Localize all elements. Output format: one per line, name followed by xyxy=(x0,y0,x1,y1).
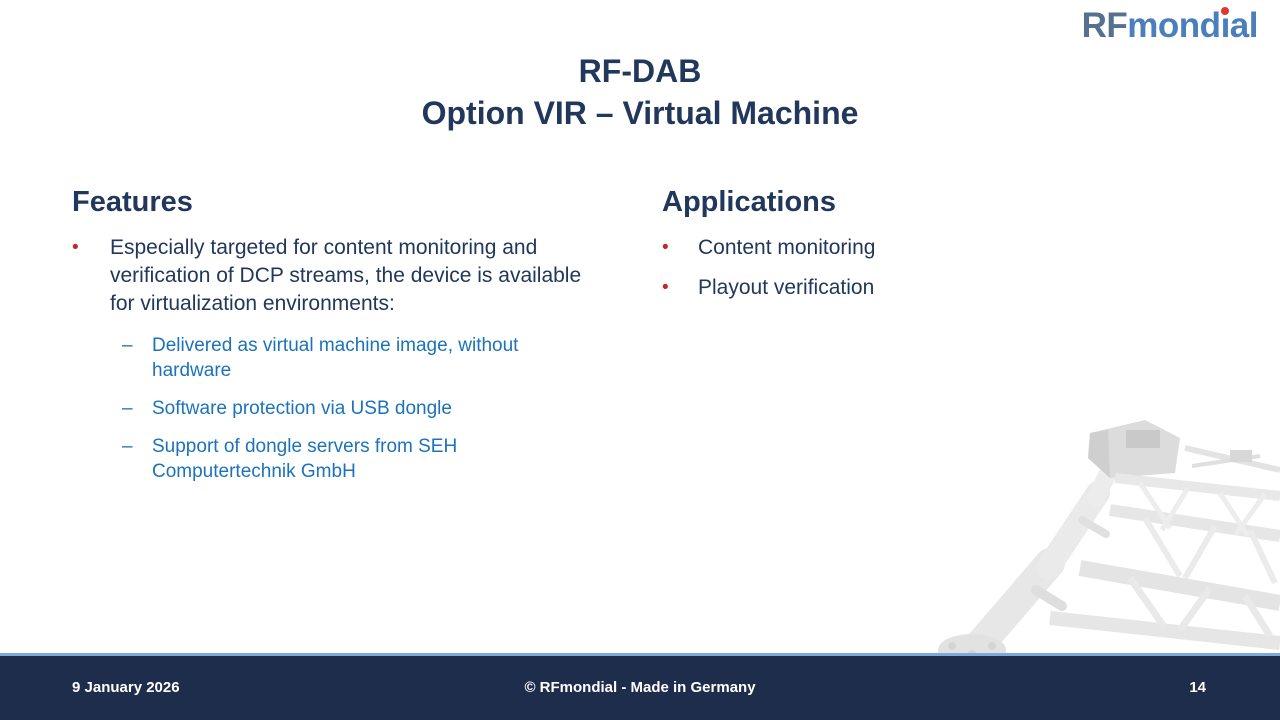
slide-title: RF-DAB Option VIR – Virtual Machine xyxy=(0,50,1280,134)
logo-rf-text: RF xyxy=(1081,6,1128,45)
sub-bullet-text: Support of dongle servers from SEH Compu… xyxy=(152,436,458,482)
dash-icon: – xyxy=(122,398,133,419)
dash-icon: – xyxy=(122,436,133,457)
list-item: – Delivered as virtual machine image, wi… xyxy=(122,333,632,383)
applications-heading: Applications xyxy=(662,186,837,218)
applications-section: Applications • Content monitoring • Play… xyxy=(662,186,1092,314)
features-sub-list: – Delivered as virtual machine image, wi… xyxy=(122,333,632,484)
footer-bar: 9 January 2026 © RFmondial - Made in Ger… xyxy=(0,653,1280,720)
list-item: • Content monitoring xyxy=(662,234,1092,262)
footer-copyright: © RFmondial - Made in Germany xyxy=(524,679,756,696)
footer-page-number: 14 xyxy=(1189,679,1206,696)
logo-mondial-text: mond xyxy=(1127,6,1221,45)
bullet-icon: • xyxy=(662,277,669,298)
list-item: – Software protection via USB dongle xyxy=(122,396,632,421)
feature-bullet-text: Especially targeted for content monitori… xyxy=(110,236,582,315)
antenna-tower-image xyxy=(930,378,1280,671)
footer-date: 9 January 2026 xyxy=(72,679,180,696)
sub-bullet-text: Software protection via USB dongle xyxy=(152,398,452,419)
application-bullet-text: Playout verification xyxy=(698,276,875,299)
bullet-icon: • xyxy=(72,237,79,258)
sub-bullet-text: Delivered as virtual machine image, with… xyxy=(152,335,519,381)
list-item: • Especially targeted for content monito… xyxy=(72,234,632,318)
bullet-icon: • xyxy=(662,237,669,258)
features-section: Features • Especially targeted for conte… xyxy=(72,186,632,497)
logo-red-dot-icon xyxy=(1221,7,1230,15)
dash-icon: – xyxy=(122,335,133,356)
slide-title-line1: RF-DAB xyxy=(578,53,702,89)
list-item: • Playout verification xyxy=(662,274,1092,302)
logo-i-with-red-dot: ı xyxy=(1220,6,1231,45)
features-heading: Features xyxy=(72,186,193,218)
slide-title-line2: Option VIR – Virtual Machine xyxy=(421,95,859,131)
list-item: – Support of dongle servers from SEH Com… xyxy=(122,434,632,484)
application-bullet-text: Content monitoring xyxy=(698,236,876,259)
